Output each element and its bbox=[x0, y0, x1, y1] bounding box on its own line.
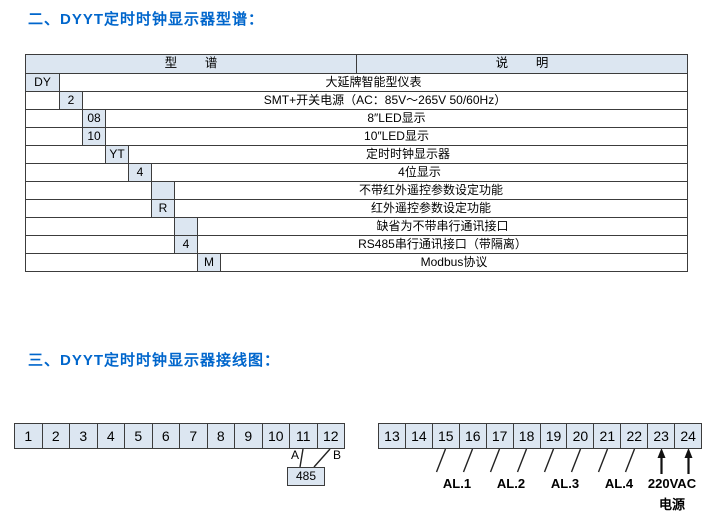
terminal: 19 bbox=[541, 424, 568, 448]
model-code-cell: YT bbox=[106, 146, 129, 163]
terminal: 2 bbox=[43, 424, 70, 448]
model-table-row: R 红外遥控参数设定功能 bbox=[26, 199, 687, 217]
model-table-row: DY 大延牌智能型仪表 bbox=[26, 73, 687, 91]
model-code-cell bbox=[175, 218, 198, 235]
terminal-block-13-24: 13 14 15 16 17 18 19 20 21 22 23 24 bbox=[378, 423, 702, 449]
terminal: 16 bbox=[460, 424, 487, 448]
model-spectrum-table: 型 谱 说 明 DY 大延牌智能型仪表 2 SMT+开关电源（AC：85V～26… bbox=[25, 54, 688, 272]
rs485-wire-b-label: B bbox=[333, 448, 342, 462]
power-label-voltage: 220VAC bbox=[647, 476, 697, 491]
terminal: 8 bbox=[208, 424, 235, 448]
model-table-header-row: 型 谱 说 明 bbox=[26, 55, 687, 73]
rs485-wire-a-label: A bbox=[291, 448, 300, 462]
terminal: 15 bbox=[433, 424, 460, 448]
model-desc-cell: 4位显示 bbox=[152, 164, 687, 181]
alarm-label-al4: AL.4 bbox=[604, 476, 634, 491]
terminal: 18 bbox=[514, 424, 541, 448]
terminal: 5 bbox=[125, 424, 153, 448]
indent-cell bbox=[26, 146, 106, 163]
model-desc-cell: 大延牌智能型仪表 bbox=[60, 74, 687, 91]
terminal: 6 bbox=[153, 424, 180, 448]
model-table-row: 缺省为不带串行通讯接口 bbox=[26, 217, 687, 235]
alarm-label-al2: AL.2 bbox=[496, 476, 526, 491]
terminal: 12 bbox=[322, 428, 339, 444]
terminal: 10 bbox=[263, 424, 290, 448]
indent-cell bbox=[26, 200, 152, 217]
model-code-cell: 4 bbox=[175, 236, 198, 253]
model-table-row: M Modbus协议 bbox=[26, 253, 687, 271]
rs485-box: 485 bbox=[287, 467, 325, 486]
terminal: 14 bbox=[406, 424, 433, 448]
model-desc-cell: 红外遥控参数设定功能 bbox=[175, 200, 687, 217]
terminal: 21 bbox=[594, 424, 622, 448]
wiring-diagram: 1 2 3 4 5 6 7 8 9 10 11 12 13 14 15 16 1… bbox=[0, 420, 713, 527]
terminal: 3 bbox=[70, 424, 98, 448]
indent-cell bbox=[26, 128, 83, 145]
model-table-row: 08 8″LED显示 bbox=[26, 109, 687, 127]
model-desc-cell: 定时时钟显示器 bbox=[129, 146, 687, 163]
terminal: 17 bbox=[487, 424, 514, 448]
model-table-row: 4 RS485串行通讯接口（带隔离） bbox=[26, 235, 687, 253]
terminal: 11 bbox=[290, 424, 318, 448]
alarm-label-al1: AL.1 bbox=[442, 476, 472, 491]
terminal: 20 bbox=[567, 424, 595, 448]
model-desc-cell: 8″LED显示 bbox=[106, 110, 687, 127]
power-arrows bbox=[660, 457, 690, 474]
model-code-cell: 2 bbox=[60, 92, 83, 109]
terminal: 13 bbox=[379, 424, 406, 448]
model-desc-cell: SMT+开关电源（AC：85V～265V 50/60Hz） bbox=[83, 92, 687, 109]
header-model-cell: 型 谱 bbox=[26, 55, 357, 73]
terminal-block-1-12: 1 2 3 4 5 6 7 8 9 10 11 12 bbox=[14, 423, 345, 449]
indent-cell bbox=[26, 164, 129, 181]
indent-cell bbox=[26, 236, 175, 253]
indent-cell bbox=[26, 182, 152, 199]
terminal: 1 bbox=[15, 424, 43, 448]
model-table-row: 2 SMT+开关电源（AC：85V～265V 50/60Hz） bbox=[26, 91, 687, 109]
model-code-cell: M bbox=[198, 254, 221, 271]
model-desc-cell: RS485串行通讯接口（带隔离） bbox=[198, 236, 687, 253]
terminal: 24 bbox=[680, 428, 696, 444]
terminal: 22 bbox=[621, 424, 649, 448]
indent-cell bbox=[26, 218, 175, 235]
model-desc-cell: 缺省为不带串行通讯接口 bbox=[198, 218, 687, 235]
model-code-cell: 08 bbox=[83, 110, 106, 127]
model-desc-cell: Modbus协议 bbox=[221, 254, 687, 271]
indent-cell bbox=[26, 254, 198, 271]
model-code-cell: DY bbox=[26, 74, 60, 91]
model-code-cell bbox=[152, 182, 175, 199]
terminal: 4 bbox=[98, 424, 125, 448]
model-desc-cell: 不带红外遥控参数设定功能 bbox=[175, 182, 687, 199]
power-label-source: 电源 bbox=[658, 497, 685, 512]
model-table-row: YT 定时时钟显示器 bbox=[26, 145, 687, 163]
terminal: 7 bbox=[180, 424, 208, 448]
indent-cell bbox=[26, 110, 83, 127]
wiring-lines-graphic bbox=[299, 448, 693, 474]
section-title-wiring-diagram: 三、DYYT定时时钟显示器接线图： bbox=[28, 352, 281, 369]
header-desc-cell: 说 明 bbox=[357, 55, 687, 73]
terminal: 23 bbox=[648, 424, 676, 448]
section-title-model-spectrum: 二、DYYT定时时钟显示器型谱： bbox=[28, 11, 265, 28]
model-code-cell: 10 bbox=[83, 128, 106, 145]
model-table-row: 4 4位显示 bbox=[26, 163, 687, 181]
model-table-row: 不带红外遥控参数设定功能 bbox=[26, 181, 687, 199]
terminal: 9 bbox=[235, 424, 263, 448]
alarm-label-al3: AL.3 bbox=[550, 476, 580, 491]
model-code-cell: 4 bbox=[129, 164, 152, 181]
model-desc-cell: 10″LED显示 bbox=[106, 128, 687, 145]
indent-cell bbox=[26, 92, 60, 109]
model-table-row: 10 10″LED显示 bbox=[26, 127, 687, 145]
model-code-cell: R bbox=[152, 200, 175, 217]
